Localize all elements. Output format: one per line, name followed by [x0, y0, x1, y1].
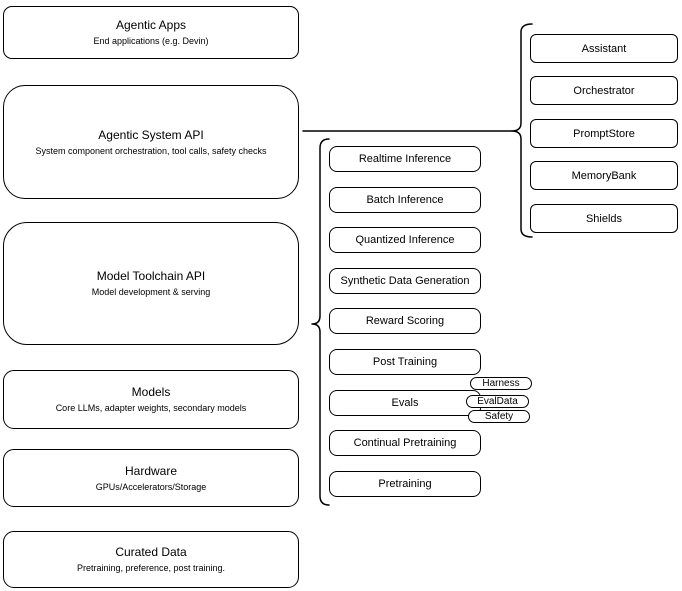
toolchain-item-label: Pretraining — [378, 478, 432, 490]
layer-title: Curated Data — [115, 545, 187, 559]
layer-title: Model Toolchain API — [96, 269, 206, 283]
eval-tag-evaldata: EvalData — [466, 395, 529, 408]
toolchain-item-continual-pretraining: Continual Pretraining — [329, 430, 481, 456]
toolchain-item-label: Evals — [391, 397, 419, 409]
layer-curated-data: Curated Data Pretraining, preference, po… — [3, 531, 299, 588]
toolchain-item-label: Batch Inference — [366, 194, 444, 206]
layer-hardware: Hardware GPUs/Accelerators/Storage — [3, 449, 299, 507]
component-promptstore: PromptStore — [530, 119, 678, 148]
toolchain-item-label: Post Training — [372, 356, 438, 368]
layer-model-toolchain-api: Model Toolchain API Model development & … — [3, 222, 299, 345]
eval-tag-harness: Harness — [470, 377, 532, 390]
component-label: Orchestrator — [573, 84, 635, 97]
component-memorybank: MemoryBank — [530, 161, 678, 190]
component-label: PromptStore — [573, 127, 635, 140]
eval-tag-safety: Safety — [468, 410, 530, 423]
toolchain-item-realtime-inference: Realtime Inference — [329, 146, 481, 172]
eval-tag-label: Harness — [482, 377, 520, 389]
components-brace — [511, 23, 533, 238]
component-orchestrator: Orchestrator — [530, 76, 678, 105]
toolchain-item-evals: Evals — [329, 390, 481, 416]
component-label: MemoryBank — [571, 169, 637, 182]
layer-agentic-system-api: Agentic System API System component orch… — [3, 85, 299, 199]
layer-models: Models Core LLMs, adapter weights, secon… — [3, 370, 299, 429]
toolchain-item-label: Realtime Inference — [358, 153, 452, 165]
toolchain-item-label: Quantized Inference — [355, 234, 455, 246]
layer-agentic-apps: Agentic Apps End applications (e.g. Devi… — [3, 6, 299, 59]
toolchain-item-quantized-inference: Quantized Inference — [329, 227, 481, 253]
toolchain-item-pretraining: Pretraining — [329, 471, 481, 497]
toolchain-item-synthetic-data-generation: Synthetic Data Generation — [329, 268, 481, 294]
eval-tag-label: Safety — [484, 410, 514, 422]
toolchain-item-label: Continual Pretraining — [353, 437, 457, 449]
toolchain-item-reward-scoring: Reward Scoring — [329, 308, 481, 334]
component-shields: Shields — [530, 204, 678, 233]
toolchain-item-label: Synthetic Data Generation — [340, 275, 470, 287]
layer-subtitle: End applications (e.g. Devin) — [93, 36, 209, 46]
layer-subtitle: Core LLMs, adapter weights, secondary mo… — [55, 403, 247, 413]
toolchain-item-post-training: Post Training — [329, 349, 481, 375]
layer-subtitle: Pretraining, preference, post training. — [76, 563, 226, 573]
layer-subtitle: System component orchestration, tool cal… — [35, 145, 267, 156]
layer-title: Agentic System API — [98, 127, 204, 142]
eval-tag-label: EvalData — [477, 395, 518, 407]
component-label: Shields — [585, 212, 623, 225]
component-assistant: Assistant — [530, 34, 678, 63]
layer-title: Models — [131, 385, 171, 399]
toolchain-item-label: Reward Scoring — [365, 315, 445, 327]
layer-subtitle: Model development & serving — [91, 287, 211, 297]
toolchain-brace — [311, 138, 330, 506]
layer-subtitle: GPUs/Accelerators/Storage — [95, 481, 207, 492]
component-label: Assistant — [581, 42, 627, 55]
toolchain-item-batch-inference: Batch Inference — [329, 187, 481, 213]
layer-title: Agentic Apps — [115, 18, 187, 32]
layer-title: Hardware — [124, 463, 178, 478]
